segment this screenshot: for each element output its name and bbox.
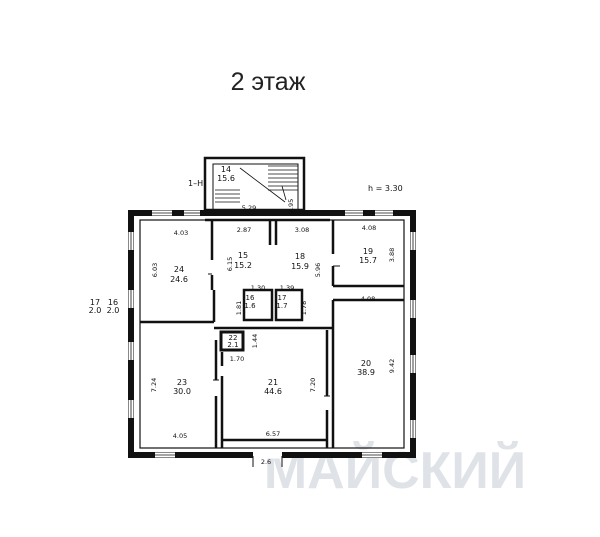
stair-code: 1–Н: [188, 179, 203, 188]
dim-1-78: 1.78: [300, 301, 308, 315]
room-20-number: 20: [361, 359, 371, 368]
room-22-area: 2.1: [227, 341, 238, 349]
dim-1-81: 1.81: [235, 301, 243, 315]
room-16-area: 1.6: [244, 302, 256, 310]
outside-16-area: 2.0: [107, 306, 120, 315]
room-17-number: 17: [278, 294, 287, 302]
room-15-area: 15.2: [234, 261, 252, 270]
dim-2-87: 2.87: [237, 226, 251, 234]
dim-6-15: 6.15: [226, 257, 234, 271]
room-labels: 14 15.6 15 15.2 18 15.9 19 15.7 24 24.6 …: [89, 165, 377, 396]
interior-walls: [140, 218, 404, 448]
dim-7-20: 7.20: [309, 378, 317, 392]
door-openings: [210, 254, 335, 410]
door-leaves: [208, 265, 340, 397]
dim-4-08-top: 4.08: [362, 224, 376, 232]
dim-3-08: 3.08: [295, 226, 309, 234]
watermark-text: МАЙСКИЙ: [264, 441, 526, 500]
dim-2-95: 2.95: [287, 199, 295, 213]
window-glazing: [130, 212, 414, 456]
floor-title: 2 этаж: [231, 68, 306, 96]
room-23-area: 30.0: [173, 387, 191, 396]
dim-9-42: 9.42: [388, 359, 396, 373]
stair-steps: [215, 165, 298, 203]
room-24-area: 24.6: [170, 275, 188, 284]
dim-4-08-mid: 4.08: [361, 295, 375, 303]
dim-5-29: 5.29: [242, 204, 256, 212]
room-23-number: 23: [177, 378, 187, 387]
dim-1-44: 1.44: [251, 334, 259, 348]
dim-4-03: 4.03: [174, 229, 188, 237]
dim-7-24: 7.24: [150, 378, 158, 392]
dim-2-6: 2.6: [261, 458, 271, 466]
room-22-number: 22: [229, 334, 238, 342]
dim-6-57: 6.57: [266, 430, 280, 438]
room-21-number: 21: [268, 378, 278, 387]
dim-4-05: 4.05: [173, 432, 187, 440]
outside-16-number: 16: [108, 298, 118, 307]
dim-1-39: 1.39: [280, 284, 294, 292]
room-16-number: 16: [246, 294, 255, 302]
dimension-labels: 5.29 2.95 4.03 2.87 3.08 4.08 6.03 6.15 …: [150, 199, 396, 466]
room-20-area: 38.9: [357, 368, 375, 377]
room-19-number: 19: [363, 247, 373, 256]
room-19-area: 15.7: [359, 256, 377, 265]
dim-1-70: 1.70: [230, 355, 244, 363]
room-14-area: 15.6: [217, 174, 235, 183]
room-15-number: 15: [238, 251, 248, 260]
outside-17-number: 17: [90, 298, 100, 307]
room-18-area: 15.9: [291, 262, 309, 271]
room-24-number: 24: [174, 265, 184, 274]
room-21-area: 44.6: [264, 387, 282, 396]
dim-1-30: 1.30: [251, 284, 265, 292]
entrance-marker: [252, 456, 283, 467]
dim-6-03: 6.03: [151, 263, 159, 277]
outer-walls: [128, 210, 416, 459]
ceiling-height: h = 3.30: [368, 184, 403, 193]
room-18-number: 18: [295, 252, 305, 261]
outside-17-area: 2.0: [89, 306, 102, 315]
dim-3-88: 3.88: [388, 248, 396, 262]
room-17-area: 1.7: [276, 302, 287, 310]
room-14-number: 14: [221, 165, 231, 174]
dim-5-96: 5.96: [314, 263, 322, 277]
